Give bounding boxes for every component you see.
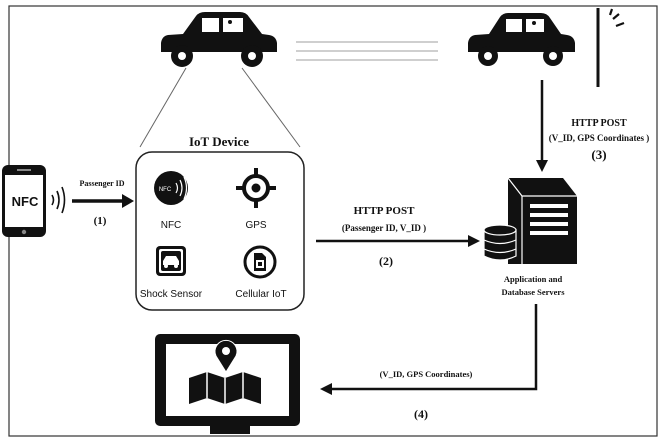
gps-label: GPS xyxy=(245,220,266,231)
iot-device-title: IoT Device xyxy=(189,134,249,149)
shock-sensor-label: Shock Sensor xyxy=(140,289,203,300)
arrow-3-subtitle: (V_ID, GPS Coordinates ) xyxy=(549,133,650,143)
sim-card-icon xyxy=(243,245,277,279)
car-icon-right xyxy=(468,13,575,66)
cellular-iot-label: Cellular IoT xyxy=(235,289,286,300)
arrow-2-number: (2) xyxy=(379,254,393,268)
zoom-lines xyxy=(139,67,301,148)
nfc-badge-text: NFC xyxy=(159,187,172,193)
arrow-1-number: (1) xyxy=(94,215,107,227)
location-pin-icon xyxy=(214,339,238,373)
arrow-1-label: Passenger ID xyxy=(80,179,125,188)
nfc-icon: NFC xyxy=(154,171,188,205)
arrow-3-number: (3) xyxy=(591,147,606,162)
nfc-label: NFC xyxy=(161,220,182,231)
arrow-2-subtitle: (Passenger ID, V_ID ) xyxy=(342,223,426,233)
street-light-icon xyxy=(596,8,625,87)
map-icon xyxy=(189,372,261,404)
arrow-4-number: (4) xyxy=(414,407,428,421)
arrow-2-title: HTTP POST xyxy=(354,205,415,217)
road-lines xyxy=(296,41,438,61)
car-icon-left xyxy=(161,12,277,67)
arrow-3-title: HTTP POST xyxy=(571,118,627,129)
database-icon xyxy=(483,224,517,261)
phone-nfc-text: NFC xyxy=(12,194,39,209)
server-icon xyxy=(507,177,577,264)
gps-target-icon xyxy=(236,168,276,208)
shock-sensor-icon xyxy=(156,246,186,276)
phone-icon: NFC xyxy=(2,165,46,237)
arrow-4 xyxy=(320,304,538,395)
server-label-line2: Database Servers xyxy=(501,287,565,297)
arrow-2 xyxy=(316,235,480,247)
arrow-1 xyxy=(72,194,134,208)
nfc-waves-icon xyxy=(51,186,66,214)
arrow-3 xyxy=(536,80,548,172)
arrow-4-label: (V_ID, GPS Coordinates) xyxy=(380,369,473,379)
server-label-line1: Application and xyxy=(504,274,563,284)
